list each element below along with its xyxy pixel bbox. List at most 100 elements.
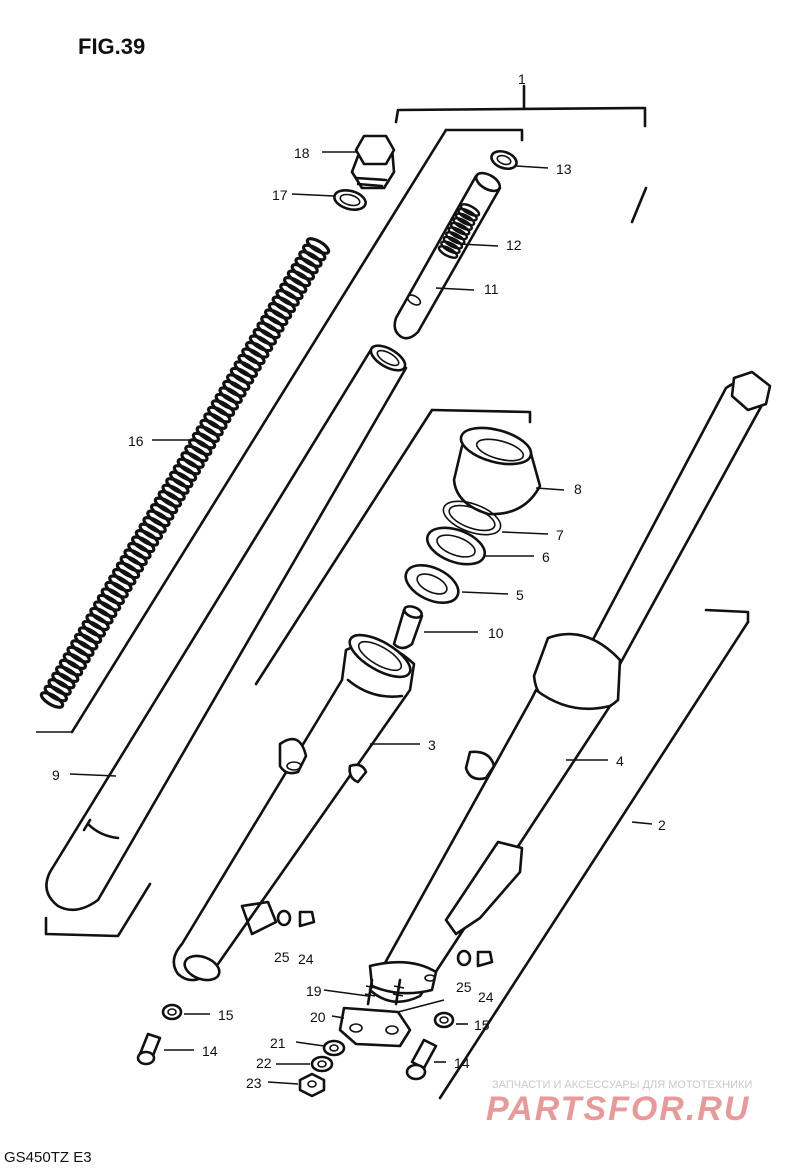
callout-5: 5	[516, 587, 524, 603]
callout-22: 22	[256, 1055, 272, 1071]
spring-coil	[47, 678, 72, 696]
oil-lock-piece	[392, 605, 424, 650]
callout-7: 7	[556, 527, 564, 543]
watermark: ЗАПЧАСТИ И АКСЕССУАРЫ ДЛЯ МОТОТЕХНИКИ PA…	[486, 1079, 752, 1128]
spring-coil	[66, 645, 91, 664]
spring-coil	[290, 263, 316, 281]
spring-coil	[279, 282, 304, 301]
cap-bolt	[350, 134, 396, 190]
bracket-assembly-1	[394, 84, 648, 224]
spring-coil	[119, 554, 145, 573]
spring-coil	[440, 240, 461, 255]
spring-coil	[81, 619, 107, 638]
spring-coil	[286, 269, 312, 288]
bolt-14-left	[136, 1032, 162, 1066]
drain-bolt-right	[476, 950, 494, 968]
rebound-spring	[437, 203, 481, 259]
callout-17: 17	[272, 187, 288, 203]
spring-coil	[248, 334, 274, 353]
callout-12: 12	[506, 237, 522, 253]
callout-13: 13	[556, 161, 572, 177]
callout-labels: 1 2 3 4 5 6 7 8 9 10 11 12 13 14 14 15 1…	[52, 71, 666, 1091]
spring-coil	[142, 516, 167, 534]
callout-1: 1	[518, 71, 526, 87]
spring-coil	[51, 671, 76, 690]
spring-coil	[459, 203, 481, 217]
spring-coil	[199, 418, 224, 437]
spring-coil	[146, 509, 171, 528]
spring-coil	[267, 302, 293, 320]
dust-seal	[452, 426, 542, 516]
spring-coil	[437, 245, 459, 259]
watermark-brand: PARTSFOR.RU	[486, 1090, 750, 1128]
cylinder-group-bracket	[36, 128, 524, 734]
spring-coil	[244, 340, 270, 359]
spring-coil	[138, 522, 164, 541]
o-ring	[333, 189, 367, 211]
spring-coil	[442, 235, 464, 250]
stud-bolts	[364, 978, 405, 1006]
spring-coil	[89, 606, 114, 625]
callout-25-left: 25	[274, 949, 290, 965]
callout-11: 11	[484, 281, 499, 297]
callout-23: 23	[246, 1075, 262, 1091]
spring-coil	[39, 691, 65, 709]
spring-coil	[130, 535, 156, 554]
oil-seal	[425, 526, 487, 566]
spring-coil	[187, 438, 213, 456]
washer-15-left	[161, 1003, 183, 1021]
drain-gasket-right	[456, 949, 472, 967]
spring-coil	[115, 561, 141, 580]
spring-coil	[191, 431, 217, 450]
leader-lines	[69, 151, 653, 1085]
callout-9: 9	[52, 767, 60, 783]
spring-coil	[214, 392, 240, 411]
callout-24-left: 24	[298, 951, 314, 967]
spring-coil	[96, 593, 122, 612]
spring-coil	[180, 451, 205, 469]
washer-21	[322, 1039, 346, 1057]
spring-coil	[127, 541, 152, 560]
spring-coil	[210, 399, 236, 417]
spring-coil	[294, 256, 319, 275]
spring-coil	[111, 567, 137, 586]
spring-coil	[452, 217, 473, 231]
drain-bolt-left	[298, 910, 316, 928]
spring-coil	[241, 347, 266, 366]
callout-6: 6	[542, 549, 550, 565]
model-code: GS450TZ E3	[4, 1149, 92, 1166]
spring-coil	[134, 529, 160, 547]
figure-title: FIG.39	[78, 34, 145, 59]
outer-tube-left	[172, 633, 416, 982]
spring-coil	[77, 626, 103, 644]
spring-coil	[172, 464, 198, 482]
spring-coil	[252, 327, 278, 346]
piston-ring	[490, 149, 518, 171]
watermark-tagline: ЗАПЧАСТИ И АКСЕССУАРЫ ДЛЯ МОТОТЕХНИКИ	[492, 1079, 752, 1091]
spring-coil	[229, 366, 255, 385]
spring-coil	[184, 444, 209, 463]
spring-coil	[157, 490, 183, 508]
spring-coil	[58, 658, 84, 677]
spring-coil	[225, 373, 251, 392]
spring-coil	[43, 684, 69, 703]
retaining-ring	[442, 500, 502, 536]
spring-coil	[445, 231, 466, 245]
spring-coil	[123, 548, 148, 567]
spring-coil	[62, 652, 88, 670]
callout-21: 21	[270, 1035, 286, 1051]
spring-coil	[305, 237, 331, 255]
axle-holder	[338, 1006, 412, 1048]
spring-coil	[149, 503, 175, 521]
spring-coil	[85, 613, 110, 632]
callout-8: 8	[574, 481, 582, 497]
spring-coil	[449, 221, 471, 236]
spring-coil	[298, 250, 323, 268]
nut-23	[298, 1072, 326, 1098]
inner-tube-bracket	[44, 408, 532, 938]
spring-coil	[73, 632, 99, 651]
spring-coil	[153, 496, 179, 515]
callout-15-right: 15	[474, 1017, 490, 1033]
spring-coil	[263, 308, 289, 327]
